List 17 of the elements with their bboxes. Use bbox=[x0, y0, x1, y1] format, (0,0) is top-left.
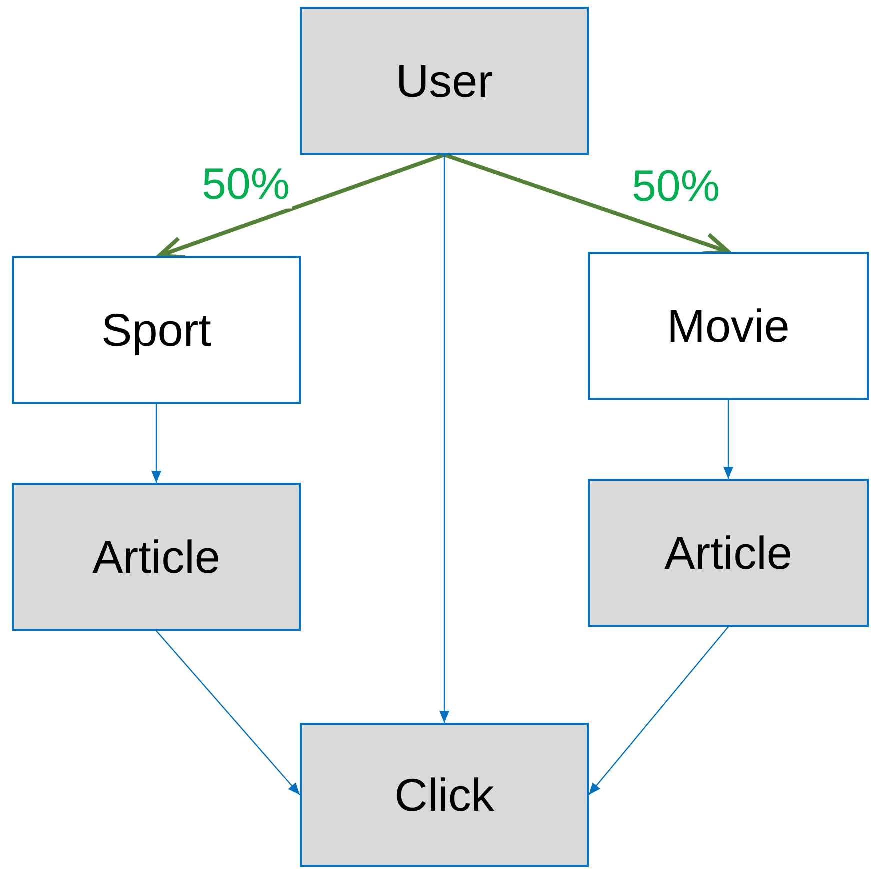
node-label: Sport bbox=[102, 303, 212, 357]
process-box bbox=[300, 7, 589, 155]
arrow bbox=[588, 626, 729, 796]
process-box bbox=[12, 256, 301, 404]
node-label: Article bbox=[92, 530, 220, 584]
node-label: Article bbox=[664, 526, 792, 580]
arrow bbox=[152, 404, 162, 483]
node-label: Click bbox=[394, 768, 494, 822]
node-label: Movie bbox=[667, 299, 790, 353]
process-box bbox=[300, 723, 589, 867]
arrow bbox=[440, 155, 450, 723]
process-box bbox=[588, 252, 869, 400]
process-box bbox=[588, 479, 869, 627]
process-box bbox=[12, 483, 301, 631]
arrow bbox=[724, 400, 734, 479]
arrow bbox=[156, 630, 300, 796]
node-label: User bbox=[396, 54, 494, 108]
